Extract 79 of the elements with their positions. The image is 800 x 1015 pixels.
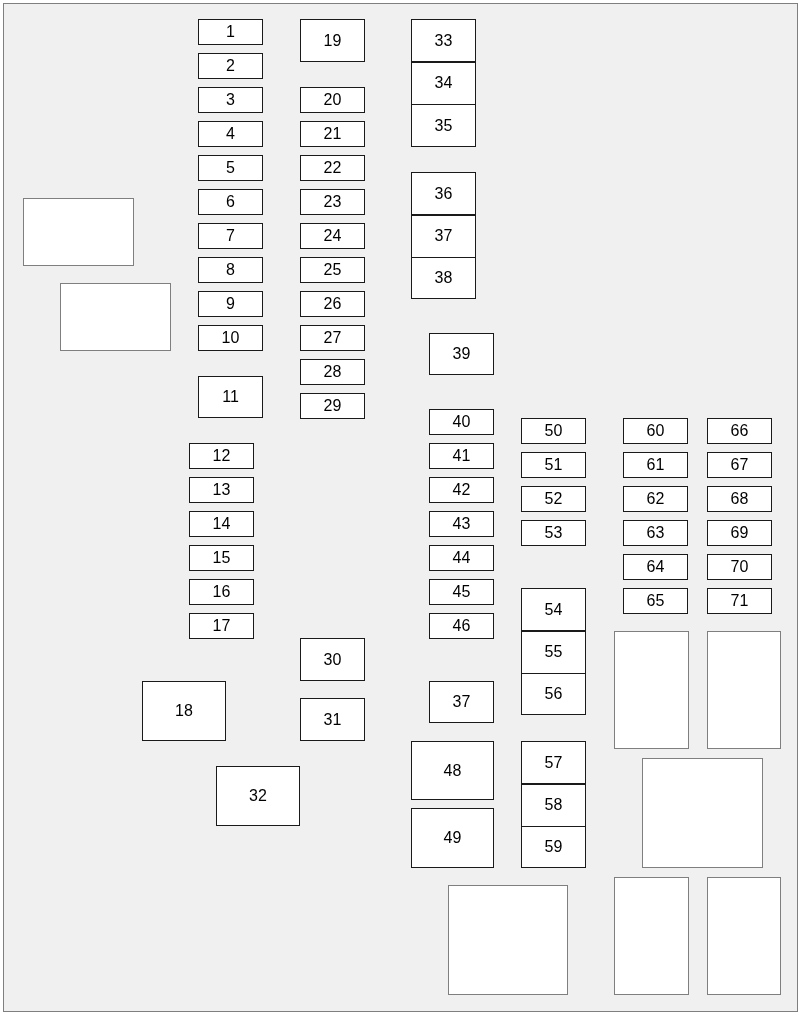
fuse-slot: 26: [300, 291, 365, 317]
fuse-slot: 70: [707, 554, 772, 580]
fuse-slot: 8: [198, 257, 263, 283]
fuse-slot: 13: [189, 477, 254, 503]
fuse-slot: 39: [429, 333, 494, 375]
fuse-slot: 12: [189, 443, 254, 469]
fuse-slot: 3: [198, 87, 263, 113]
fuse-slot: 46: [429, 613, 494, 639]
fuse-slot: 52: [521, 486, 586, 512]
fuse-slot: 40: [429, 409, 494, 435]
empty-slot: [642, 758, 763, 868]
fuse-slot: 44: [429, 545, 494, 571]
fuse-slot: 11: [198, 376, 263, 418]
fuse-slot: 16: [189, 579, 254, 605]
fuse-slot: 18: [142, 681, 226, 741]
fuse-slot: 32: [216, 766, 300, 826]
fuse-slot: 48: [411, 741, 494, 800]
empty-slot: [614, 631, 689, 749]
fuse-slot: 56: [521, 673, 586, 715]
fuse-slot: 38: [411, 257, 476, 299]
fuse-slot: 37: [429, 681, 494, 723]
empty-slot: [707, 631, 781, 749]
fuse-slot: 22: [300, 155, 365, 181]
fuse-slot: 59: [521, 826, 586, 868]
fuse-slot: 57: [521, 741, 586, 784]
fuse-slot: 24: [300, 223, 365, 249]
fuse-slot: 64: [623, 554, 688, 580]
fuse-slot: 42: [429, 477, 494, 503]
fuse-slot: 6: [198, 189, 263, 215]
fuse-slot: 51: [521, 452, 586, 478]
fuse-slot: 62: [623, 486, 688, 512]
fuse-slot: 67: [707, 452, 772, 478]
fuse-slot: 66: [707, 418, 772, 444]
fuse-slot: 34: [411, 61, 476, 105]
empty-slot: [614, 877, 689, 995]
fuse-slot: 5: [198, 155, 263, 181]
fuse-slot: 7: [198, 223, 263, 249]
fuse-slot: 36: [411, 172, 476, 215]
fuse-slot: 33: [411, 19, 476, 62]
fuse-slot: 69: [707, 520, 772, 546]
fuse-slot: 27: [300, 325, 365, 351]
fuse-slot: 20: [300, 87, 365, 113]
fuse-slot: 41: [429, 443, 494, 469]
fuse-slot: 1: [198, 19, 263, 45]
fuse-slot: 2: [198, 53, 263, 79]
fuse-slot: 35: [411, 104, 476, 147]
fuse-slot: 49: [411, 808, 494, 868]
fuse-slot: 63: [623, 520, 688, 546]
fuse-slot: 71: [707, 588, 772, 614]
empty-slot: [23, 198, 134, 266]
fuse-slot: 10: [198, 325, 263, 351]
fuse-slot: 50: [521, 418, 586, 444]
fuse-slot: 25: [300, 257, 365, 283]
fuse-slot: 15: [189, 545, 254, 571]
fuse-slot: 9: [198, 291, 263, 317]
empty-slot: [448, 885, 568, 995]
fuse-slot: 60: [623, 418, 688, 444]
fuse-slot: 55: [521, 630, 586, 674]
fuse-slot: 19: [300, 19, 365, 62]
fuse-slot: 29: [300, 393, 365, 419]
fuse-slot: 17: [189, 613, 254, 639]
fuse-slot: 53: [521, 520, 586, 546]
fuse-slot: 45: [429, 579, 494, 605]
fuse-slot: 61: [623, 452, 688, 478]
fuse-slot: 14: [189, 511, 254, 537]
empty-slot: [60, 283, 171, 351]
fuse-slot: 37: [411, 214, 476, 258]
fuse-slot: 65: [623, 588, 688, 614]
fuse-slot: 54: [521, 588, 586, 631]
empty-slot: [707, 877, 781, 995]
fuse-slot: 31: [300, 698, 365, 741]
fuse-slot: 23: [300, 189, 365, 215]
fuse-slot: 4: [198, 121, 263, 147]
fuse-slot: 68: [707, 486, 772, 512]
fuse-slot: 21: [300, 121, 365, 147]
fuse-slot: 43: [429, 511, 494, 537]
fuse-slot: 28: [300, 359, 365, 385]
fuse-slot: 30: [300, 638, 365, 681]
fuse-slot: 58: [521, 783, 586, 827]
